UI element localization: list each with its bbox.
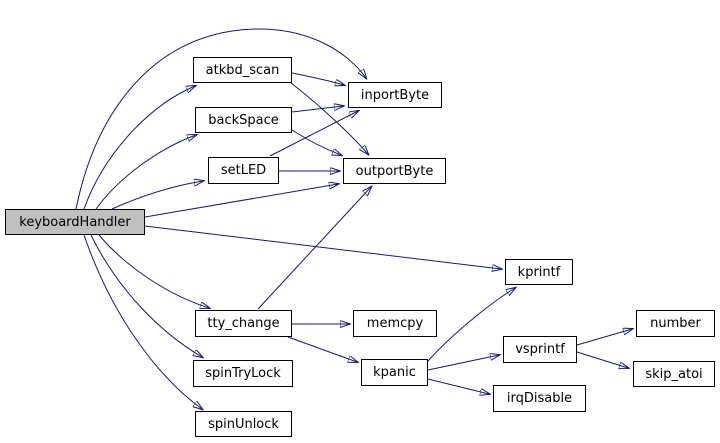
edge-keyboardHandler-tty_change: [98, 234, 209, 308]
node-spinUnlock[interactable]: spinUnlock: [195, 411, 292, 437]
edge-vsprintf-number: [576, 329, 632, 346]
node-vsprintf[interactable]: vsprintf: [503, 336, 577, 363]
node-irqDisable[interactable]: irqDisable: [493, 385, 586, 412]
edge-keyboardHandler-backSpace: [95, 135, 196, 210]
edge-keyboardHandler-atkbd_scan: [83, 86, 195, 210]
edge-keyboardHandler-kprintf: [144, 225, 501, 269]
edge-vsprintf-skip_atoi: [576, 351, 628, 368]
node-spinTryLock[interactable]: spinTryLock: [193, 360, 293, 387]
node-inportByte[interactable]: inportByte: [348, 82, 442, 108]
node-outportByte[interactable]: outportByte: [343, 158, 446, 184]
node-keyboardHandler[interactable]: keyboardHandler: [5, 209, 145, 235]
edge-backSpace-inportByte: [291, 106, 343, 113]
edge-tty_change-outportByte: [257, 187, 371, 310]
node-kpanic[interactable]: kpanic: [361, 359, 428, 386]
node-memcpy[interactable]: memcpy: [353, 310, 437, 337]
edge-keyboardHandler-inportByte: [75, 28, 366, 210]
node-backSpace[interactable]: backSpace: [195, 107, 292, 133]
edge-atkbd_scan-outportByte: [290, 82, 368, 154]
edge-atkbd_scan-inportByte: [291, 72, 344, 85]
node-skip_atoi[interactable]: skip_atoi: [633, 361, 715, 387]
edge-kpanic-irqDisable: [427, 378, 489, 394]
edge-setLED-inportByte: [269, 111, 358, 157]
node-atkbd_scan[interactable]: atkbd_scan: [193, 57, 292, 83]
edge-keyboardHandler-spinTryLock: [90, 234, 202, 357]
edge-keyboardHandler-outportByte: [144, 184, 338, 218]
node-number[interactable]: number: [636, 310, 715, 337]
edge-keyboardHandler-spinUnlock: [83, 234, 202, 409]
node-tty_change[interactable]: tty_change: [195, 310, 292, 337]
edge-kpanic-vsprintf: [427, 355, 499, 371]
edge-backSpace-outportByte: [291, 129, 341, 155]
node-setLED[interactable]: setLED: [208, 157, 279, 184]
edge-tty_change-kpanic: [287, 336, 357, 362]
node-kprintf[interactable]: kprintf: [505, 259, 573, 285]
edge-keyboardHandler-setLED: [111, 181, 203, 210]
edge-kpanic-kprintf: [427, 288, 515, 362]
